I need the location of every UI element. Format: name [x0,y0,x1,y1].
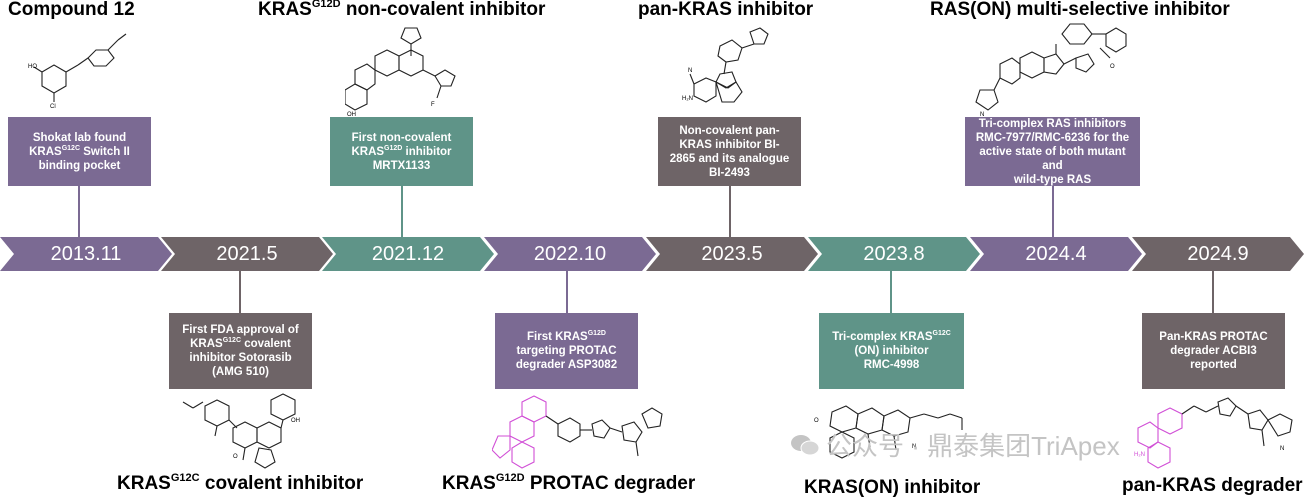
timeline-arrow-3 [322,237,494,271]
molecule-rmc-7977: N O [975,23,1127,118]
box-rmc-7977: Tri-complex RAS inhibitors RMC-7977/RMC-… [965,117,1140,186]
box-mrtx1133: First non-covalent KRASG12D inhibitor MR… [330,117,473,186]
connector-2022-10 [566,271,568,313]
title-kras-g12d-protac: KRASG12D PROTAC degrader [442,472,696,494]
timeline-arrow-6 [808,237,980,271]
molecule-sotorasib: OH O [182,393,300,469]
year-2013-11: 2013.11 [50,243,122,265]
timeline-arrow-5 [646,237,818,271]
molecule-rmc-4998: O N [814,405,963,459]
title-kras-on-inhibitor: KRAS(ON) inhibitor [804,477,981,498]
box-acbi3: Pan-KRAS PROTAC degrader ACBI3 reported [1142,313,1285,389]
connector-2021-12 [401,186,403,237]
title-pan-kras-degrader: pan-KRAS degrader [1122,475,1303,496]
timeline-arrow-2 [161,237,333,271]
wechat-icon [790,433,820,457]
box-sotorasib: First FDA approval of KRASG12C covalent … [169,313,312,389]
connector-2021-5 [239,271,241,313]
svg-text:HO: HO [28,64,37,70]
svg-text:OH: OH [347,112,356,118]
timeline-arrow-7 [970,237,1142,271]
year-2022-10: 2022.10 [533,243,607,265]
svg-text:O: O [233,454,238,460]
svg-text:Cl: Cl [50,104,56,110]
year-2023-5: 2023.5 [701,243,763,265]
svg-text:O: O [1110,64,1115,70]
title-pan-kras-inhibitor: pan-KRAS inhibitor [638,0,814,20]
year-2024-4: 2024.4 [1025,243,1087,265]
box-asp3082: First KRASG12D targeting PROTAC degrader… [495,313,638,389]
title-kras-g12d-noncovalent: KRASG12D non-covalent inhibitor [258,0,546,20]
molecule-bi-2865: H₂N N [682,27,769,103]
watermark: 公众号 · 鼎泰集团TriApex [790,426,1120,463]
box-rmc-4998: Tri-complex KRASG12C (ON) inhibitor RMC-… [819,313,964,389]
molecule-mrtx1133: OH F [345,27,456,118]
title-kras-g12c-covalent: KRASG12C covalent inhibitor [117,472,364,494]
box-shokat-lab: Shokat lab found KRASG12C Switch II bind… [8,117,151,186]
title-ras-on-multiselective: RAS(ON) multi-selective inhibitor [930,0,1230,20]
molecule-compound-12: HO Cl [28,33,127,110]
connector-2024-9 [1212,271,1214,313]
timeline-arrow-4 [484,237,656,271]
svg-text:OH: OH [291,418,300,424]
connector-2024-4 [1052,186,1054,237]
year-2021-12: 2021.12 [371,243,445,265]
year-2024-9: 2024.9 [1187,243,1249,265]
svg-text:N: N [980,112,984,118]
svg-text:F: F [431,102,435,108]
svg-text:H₂N: H₂N [1134,452,1145,458]
svg-text:N: N [912,444,916,450]
year-2021-5: 2021.5 [216,243,278,265]
svg-text:N: N [1280,446,1284,452]
connector-2023-8 [890,271,892,313]
connector-2013 [78,186,80,237]
box-bi-2865: Non-covalent pan- KRAS inhibitor BI- 286… [658,117,801,186]
molecule-asp3082 [492,395,663,469]
timeline-arrow-8 [1132,237,1304,271]
year-2023-8: 2023.8 [863,243,925,265]
svg-text:O: O [814,418,819,424]
connector-2023-5 [729,186,731,237]
svg-text:H₂N: H₂N [682,96,693,102]
title-compound-12: Compound 12 [8,0,135,20]
timeline-arrow-1 [0,237,172,271]
svg-text:N: N [688,68,692,74]
molecule-acbi3: H₂N N [1134,397,1293,469]
